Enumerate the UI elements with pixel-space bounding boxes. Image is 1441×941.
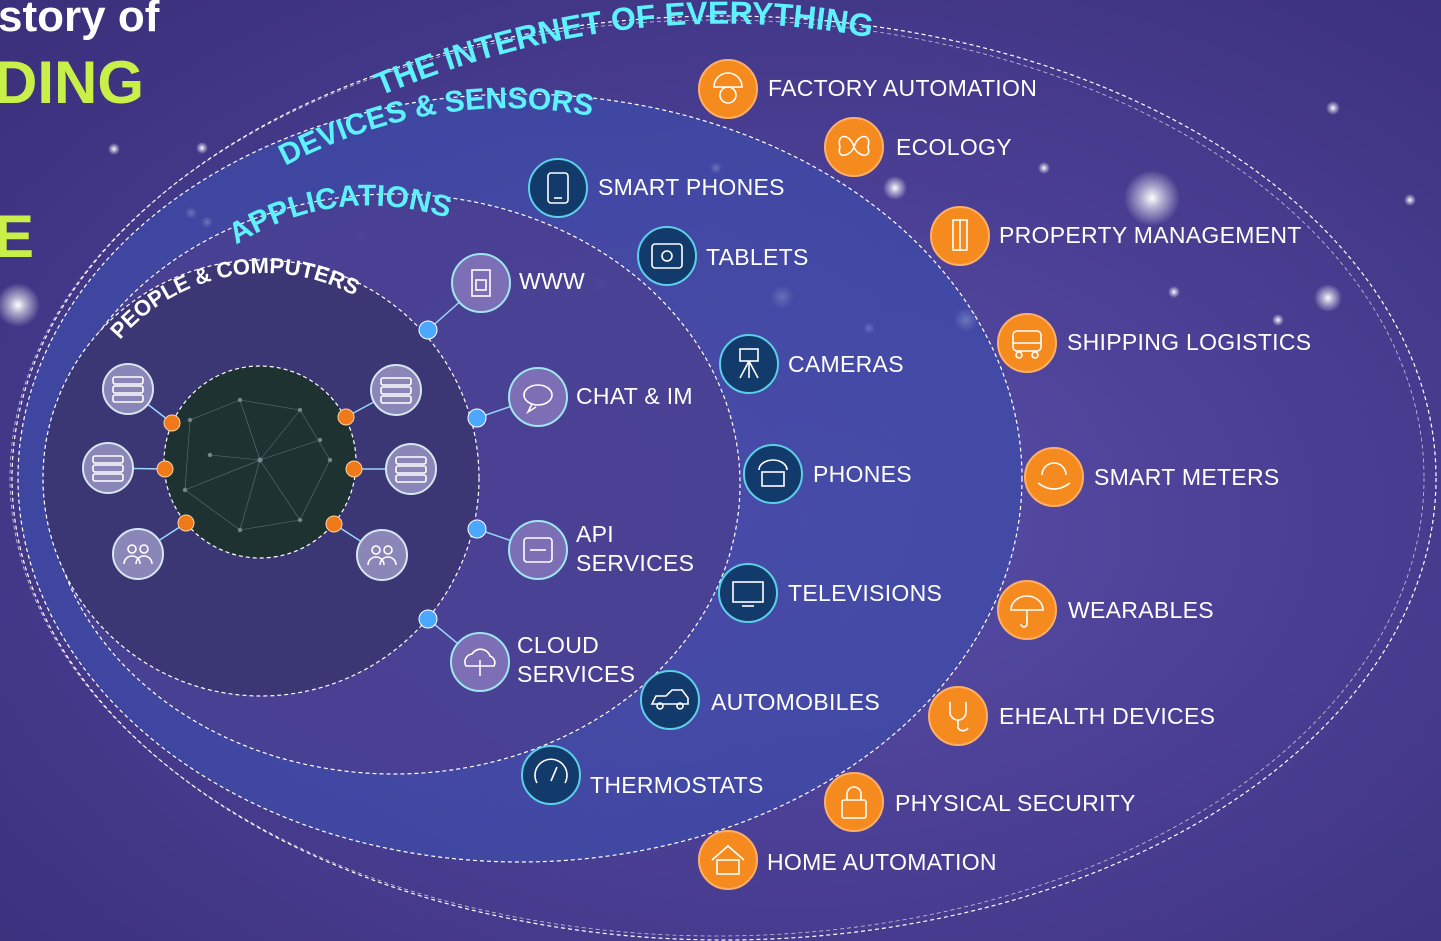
device-label-phones: PHONES [813,461,912,487]
smartphone-icon [528,158,588,218]
rings [9,15,1437,941]
car-icon [640,670,700,730]
connector-dot [156,460,174,478]
device-label-thermostats: THERMOSTATS [590,772,764,798]
ioe-label-property-management: PROPERTY MANAGEMENT [999,222,1302,248]
cloud-icon [450,632,510,692]
people-icon [112,528,164,580]
tablet-icon [637,226,697,286]
device-label-smart-phones: SMART PHONES [598,174,785,200]
connector-dot [337,408,355,426]
ioe-label-factory-automation: FACTORY AUTOMATION [768,75,1038,101]
device-label-tablets: TABLETS [706,244,809,270]
truck-icon [997,313,1057,373]
worker-helmet-icon [698,59,758,119]
server-icon [385,443,437,495]
house-icon [698,830,758,890]
padlock-icon [824,772,884,832]
connector-dot [467,408,487,428]
ioe-label-wearables: WEARABLES [1068,597,1214,623]
desk-phone-icon [743,444,803,504]
server-icon [82,442,134,494]
connector-dot [325,515,343,533]
connector-dot [467,519,487,539]
umbrella-icon [997,580,1057,640]
connector-dot [345,460,363,478]
header-line-3: E [0,203,35,270]
header-line-2: DING [0,49,144,116]
header-line-1: story of [0,0,160,41]
app-label-api-services: API SERVICES [576,521,695,576]
app-label-cloud-services: CLOUD SERVICES [517,632,636,687]
ioe-label-home-automation: HOME AUTOMATION [767,849,997,875]
ioe-label-physical-security: PHYSICAL SECURITY [895,790,1136,816]
web-page-icon [451,253,511,313]
device-label-cameras: CAMERAS [788,351,904,377]
ioe-label-smart-meters: SMART METERS [1094,464,1280,490]
chat-bubble-icon [508,367,568,427]
device-label-televisions: TELEVISIONS [788,580,943,606]
butterfly-icon [824,117,884,177]
connector-dot [177,514,195,532]
thermostat-icon [521,745,581,805]
api-window-icon [508,520,568,580]
device-label-automobiles: AUTOMOBILES [711,689,881,715]
stethoscope-icon [928,686,988,746]
server-icon [102,363,154,415]
ring-internet-of-everything [11,15,1437,941]
camera-tripod-icon [719,334,779,394]
app-label-chat-im: CHAT & IM [576,383,693,409]
icon-nodes [82,59,1084,890]
meter-hand-icon [1024,447,1084,507]
television-icon [718,563,778,623]
ioe-label-ecology: ECOLOGY [896,134,1012,160]
building-icon [930,206,990,266]
connector-dot [418,609,438,629]
server-icon [370,364,422,416]
ioe-label-shipping-logistics: SHIPPING LOGISTICS [1067,329,1312,355]
ioe-label-ehealth-devices: EHEALTH DEVICES [999,703,1216,729]
app-label-www: WWW [519,268,586,294]
connector-dot [163,414,181,432]
network-mesh [182,397,333,533]
connector-dot [418,320,438,340]
people-icon [356,529,408,581]
